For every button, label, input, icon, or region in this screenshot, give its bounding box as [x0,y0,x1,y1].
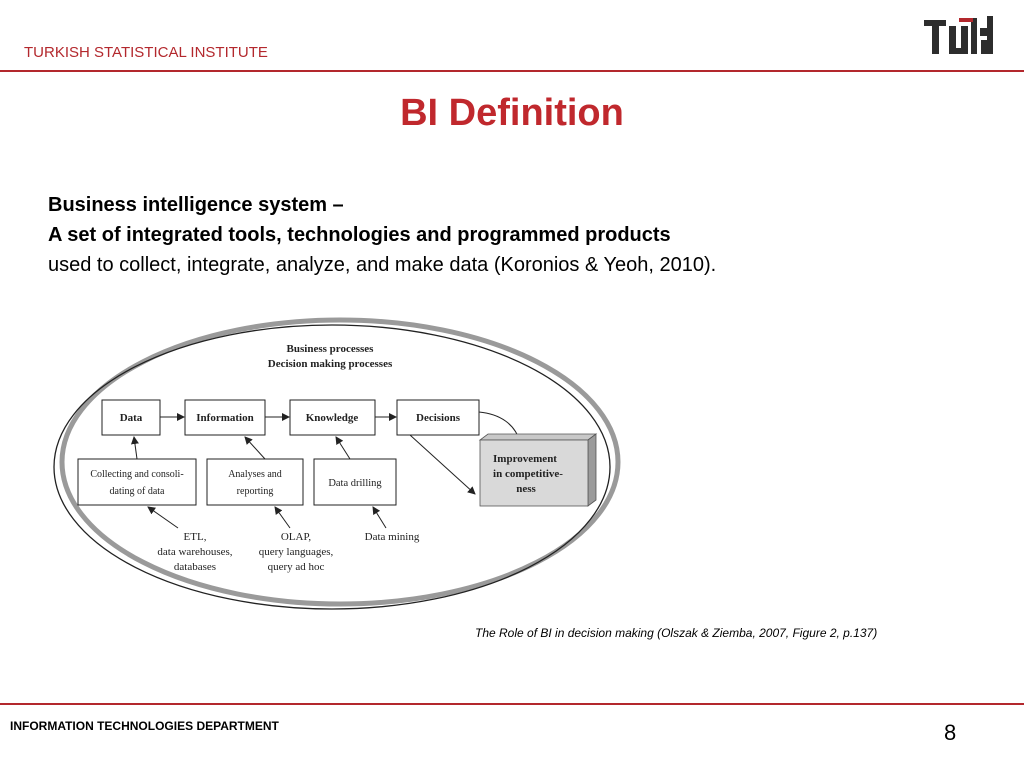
tool-olap-1: OLAP, [281,531,312,543]
box-collecting [77,458,197,506]
tool-olap-3: query ad hoc [268,561,325,573]
tool-etl-1: ETL, [184,531,207,543]
improvement-label-3: ness [516,483,536,495]
tool-etl-2: data warehouses, [157,546,232,558]
arrow-mining-drilling [372,506,387,529]
definition-line-3: used to collect, integrate, analyze, and… [48,254,717,276]
footer-department: INFORMATION TECHNOLOGIES DEPARTMENT [10,719,279,733]
definition-text: Business intelligence system – A set of … [48,190,716,280]
header-divider [0,70,1024,72]
tool-olap-2: query languages, [259,546,334,558]
box-knowledge-label: Knowledge [306,412,359,424]
box-information [184,399,266,436]
box-data [101,399,161,436]
header-org-name: TURKISH STATISTICAL INSTITUTE [24,44,268,61]
arrow-analyses-information [244,436,266,460]
ellipse-outline [53,324,611,610]
top-label-2: Decision making processes [268,358,393,370]
definition-line-2: A set of integrated tools, technologies … [48,224,671,246]
box-information-label: Information [196,412,253,424]
tuik-logo [924,16,993,54]
box-data-label: Data [120,412,143,424]
box-collecting-label-1: Collecting and consoli- [90,469,183,480]
page-number: 8 [944,720,957,745]
improvement-box-front [479,439,589,507]
arrow-drilling-knowledge [335,436,351,460]
definition-line-1: Business intelligence system – [48,194,344,216]
box-analyses [206,458,304,506]
box-drilling [313,458,397,506]
figure-caption: The Role of BI in decision making (Olsza… [475,626,878,640]
box-drilling-label: Data drilling [328,478,382,489]
bi-role-diagram: Business processes Decision making proce… [53,317,621,610]
improvement-box-side [587,433,597,507]
box-analyses-label-1: Analyses and [228,469,282,480]
tool-mining: Data mining [365,531,420,543]
box-analyses-label-2: reporting [237,486,274,497]
top-label-1: Business processes [287,343,375,355]
improvement-label-2: in competitive- [493,468,563,480]
arrow-collecting-data [130,436,139,460]
box-decisions [396,399,480,436]
tool-etl-3: databases [174,561,216,573]
arrow-etl-collecting [147,506,179,529]
box-collecting-label-2: dating of data [110,486,166,497]
improvement-label-1: Improvement [493,453,557,465]
ellipse-shadow [59,317,621,607]
slide-title: BI Definition [400,92,624,134]
box-decisions-label: Decisions [416,412,461,424]
footer-divider [0,703,1024,705]
improvement-box-top [478,433,598,441]
arrow-knowledge-improvement [409,434,476,495]
arrow-olap-analyses [274,506,291,529]
